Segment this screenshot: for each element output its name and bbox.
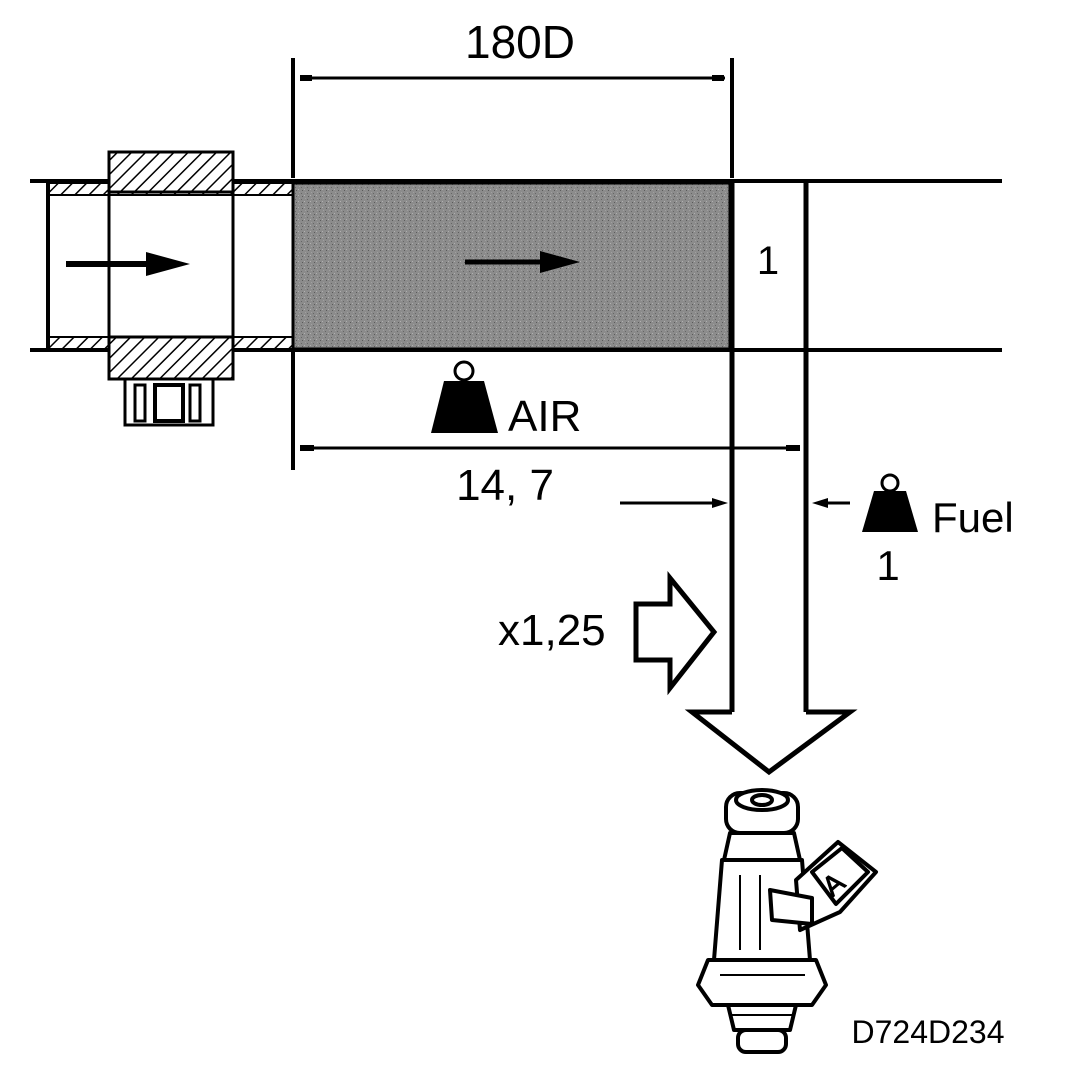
air-weight-icon [431,360,498,433]
fuel-weight-icon [862,473,918,532]
airflow-arrow-icon [66,252,190,276]
air-charge-block [291,181,732,351]
cylinder-number: 1 [757,239,779,283]
fuel-indicator: Fuel 1 [620,473,1014,589]
air-charge-arrow-icon [465,251,580,273]
fuel-ratio-label: 1 [876,542,899,589]
fuel-label: Fuel [932,494,1014,541]
air-mass-meter [66,150,235,427]
fuel-injector-icon: A [696,788,878,1054]
multiplier-label: x1,25 [498,606,606,655]
air-label: AIR [508,392,581,441]
figure-code: D724D234 [852,1014,1005,1050]
top-dimension: 180D [291,16,734,178]
sensor-connector [123,377,215,427]
multiplier: x1,25 [498,570,718,696]
air-ratio-dimension: AIR 14, 7 [291,350,800,510]
air-ratio-label: 14, 7 [456,461,554,510]
top-dimension-label: 180D [465,16,575,68]
multiplier-arrow-icon [633,570,718,696]
